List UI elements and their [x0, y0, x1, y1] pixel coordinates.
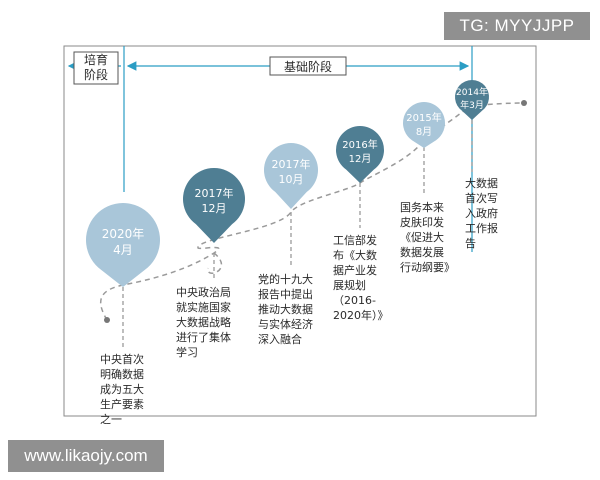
pin-shape — [455, 79, 489, 120]
pin-year-label: 2016年 — [342, 138, 377, 151]
watermark-bottom: www.likaojy.com — [8, 440, 164, 472]
pin-year-label: 2017年 — [195, 186, 234, 200]
milestone-pins: 2020年4月2017年12月2017年10月2016年12月2015年8月20… — [86, 79, 489, 287]
pin-shape — [183, 167, 245, 243]
phase-cultivation-label: 培育 阶段 — [83, 53, 108, 82]
pin-shape — [264, 143, 318, 209]
milestone-pin-2017-12: 2017年 12月 — [183, 167, 245, 243]
diagram-frame — [63, 45, 537, 417]
pin-month-label: 12月 — [202, 202, 227, 215]
timeline-path — [99, 102, 525, 321]
pin-year-label: 2017年 — [272, 157, 311, 171]
watermark-top: TG: MYYJJPP — [444, 12, 590, 40]
pin-month-label: 12月 — [349, 153, 372, 165]
note-2017-12: 中央政治局 就实施国家 大数据战略 进行了集体 学习 — [176, 286, 231, 359]
note-2015-08: 国务本来 皮肤印发 《促进大 数据发展 行动纲要》 — [400, 201, 455, 274]
pin-year-label: 2020年 — [102, 227, 145, 241]
milestone-pin-2017-10: 2017年 10月 — [264, 143, 318, 209]
timeline-end-dot — [521, 100, 527, 106]
note-2016-12: 工信部发 布《大数 据产业发 展规划 （2016- 2020年）》 — [333, 234, 389, 322]
foundation-box — [269, 56, 347, 76]
pin-month-label: 8月 — [416, 126, 432, 138]
pin-year-label: 2014年 — [456, 86, 488, 98]
timeline-start-dot — [104, 317, 110, 323]
pin-shape — [86, 203, 161, 287]
milestone-pin-2020-04: 2020年 4月 — [86, 203, 161, 287]
timeline-wiggle — [207, 252, 223, 274]
pin-month-label: 年3月 — [460, 99, 484, 111]
milestone-pin-2015-08: 2015年 8月 — [403, 102, 445, 148]
pin-month-label: 10月 — [279, 173, 304, 186]
milestone-pin-2016-12: 2016年 12月 — [336, 126, 385, 183]
note-2017-10: 党的十九大 报告中提出 推动大数据 与实体经济 深入融合 — [258, 273, 313, 346]
pin-shape — [403, 102, 445, 148]
pin-shape — [336, 126, 385, 183]
note-2020-04: 中央首次 明确数据 成为五大 生产要素 之一 — [100, 353, 144, 426]
phase-foundation-label: 基础阶段 — [284, 59, 332, 74]
pin-year-label: 2015年 — [406, 111, 441, 124]
note-2014-03: 大数据 首次写 入政府 工作报 告 — [465, 177, 498, 250]
cultivation-box — [73, 51, 119, 85]
pin-month-label: 4月 — [113, 243, 133, 257]
